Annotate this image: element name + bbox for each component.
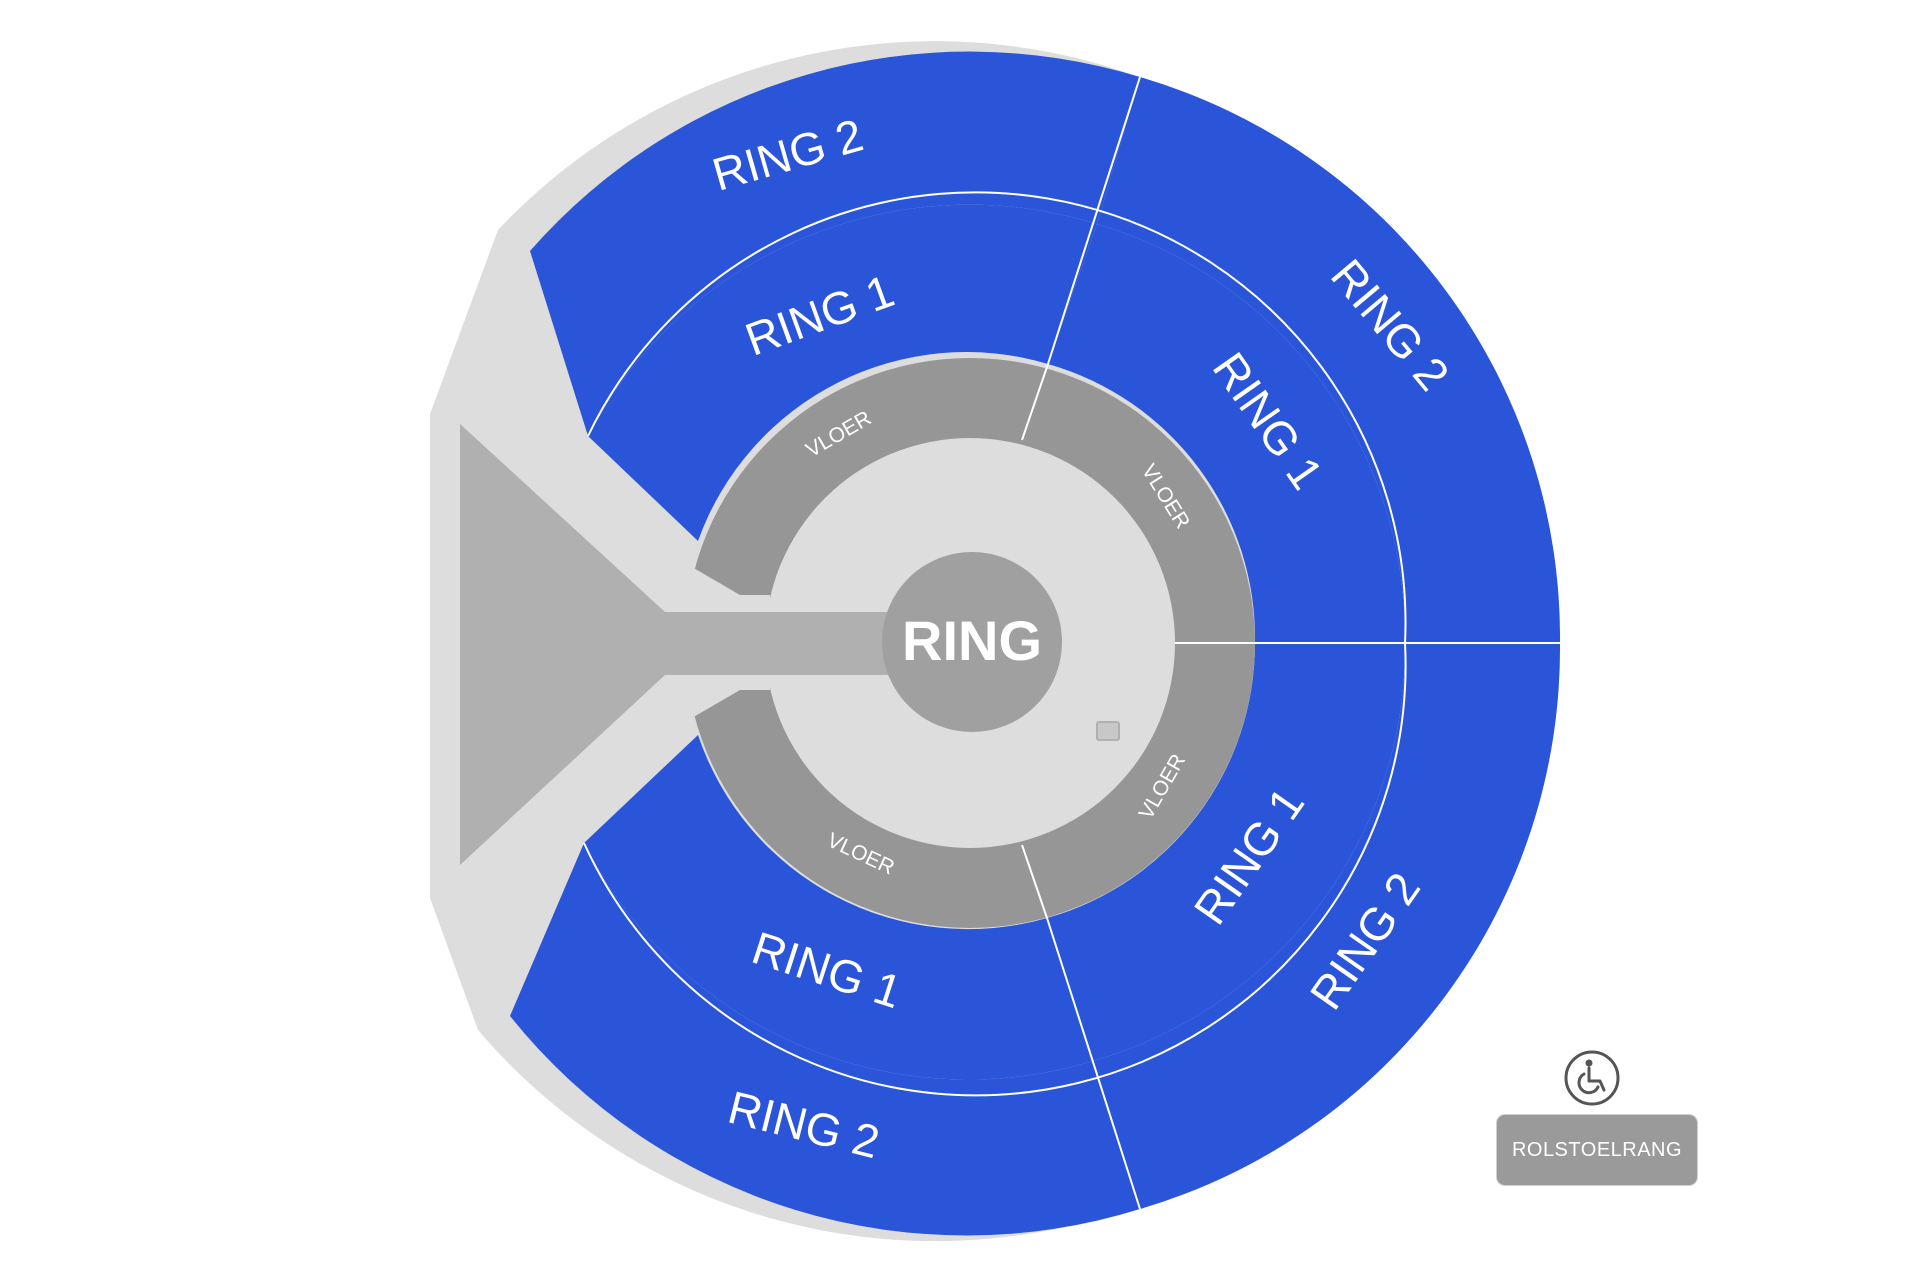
control-booth-marker (1096, 721, 1120, 741)
stage (460, 424, 900, 865)
wheelchair-seating-label: ROLSTOELRANG (1511, 1138, 1683, 1161)
wheelchair-seating-button[interactable]: ROLSTOELRANG (1497, 1115, 1697, 1185)
section-ring2-top[interactable] (530, 51, 1140, 436)
wheelchair-icon (1564, 1050, 1620, 1106)
section-ring1-bottom[interactable] (584, 735, 1093, 1080)
floor-dividers (1021, 363, 1255, 919)
section-ring1-right-top[interactable] (1048, 224, 1406, 643)
section-ring2-right-top[interactable] (1097, 77, 1561, 643)
section-ring1-right-bottom[interactable] (1047, 643, 1406, 1061)
section-ring2-bottom[interactable] (510, 843, 1140, 1236)
center-ring-label: RING (902, 609, 1042, 672)
center-ring (882, 552, 1062, 732)
section-ring2-right-bottom[interactable] (1093, 643, 1561, 1209)
section-dividers (583, 76, 1560, 1210)
section-ring1-top[interactable] (588, 204, 1097, 541)
